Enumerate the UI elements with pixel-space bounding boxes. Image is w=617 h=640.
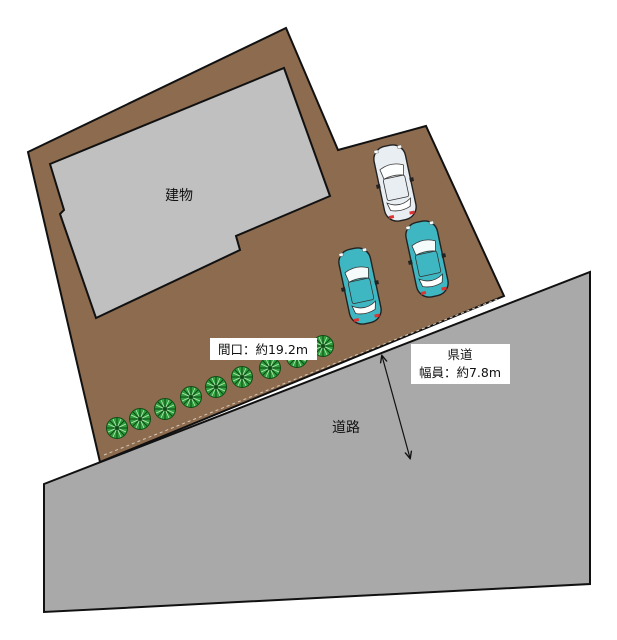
road-info-box bbox=[411, 344, 510, 384]
frontage-label: 間口：約19.2m bbox=[218, 342, 308, 357]
prefectural-road-label: 県道 bbox=[447, 347, 473, 362]
shrub-icon bbox=[258, 356, 282, 380]
dimension-arrow-icon bbox=[382, 356, 410, 458]
road-width-label: 幅員：約7.8m bbox=[419, 365, 501, 380]
building-label: 建物 bbox=[165, 188, 193, 204]
shrub-icon bbox=[105, 416, 129, 440]
shrub-icon bbox=[128, 407, 152, 431]
road-label: 道路 bbox=[332, 420, 360, 436]
frontage-line bbox=[103, 297, 501, 456]
shrub-icon bbox=[179, 385, 203, 409]
building-footprint bbox=[48, 66, 332, 320]
shrub-icon bbox=[204, 375, 228, 399]
shrub-icon bbox=[230, 365, 254, 389]
frontage-label-box bbox=[210, 338, 317, 360]
shrub-icon bbox=[153, 397, 177, 421]
